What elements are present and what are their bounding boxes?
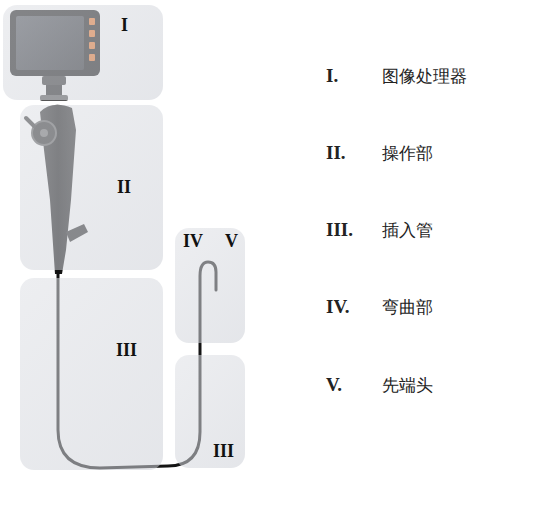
part-name: 插入管 [382, 220, 433, 240]
part-numeral: I. [326, 65, 338, 88]
part-numeral: II. [326, 142, 346, 165]
part-name: 操作部 [382, 143, 433, 163]
region-panel: I [3, 5, 163, 100]
part-numeral: IV. [326, 296, 349, 319]
region-numeral: I [121, 15, 128, 36]
region-panel: III [175, 355, 245, 468]
region-numeral: III [213, 441, 234, 462]
region-numeral: III [116, 340, 137, 361]
region-panel: IV V [175, 228, 245, 343]
region-numeral: V [225, 231, 238, 252]
part-name: 先端头 [382, 375, 433, 395]
part-numeral: V. [326, 374, 342, 397]
part-numeral: III. [326, 219, 353, 242]
part-name: 图像处理器 [382, 66, 467, 86]
part-name: 弯曲部 [382, 297, 433, 317]
region-panel: III [20, 278, 163, 470]
region-numeral: II [117, 177, 131, 198]
region-panel: II [20, 105, 163, 270]
region-numeral: IV [183, 231, 203, 252]
